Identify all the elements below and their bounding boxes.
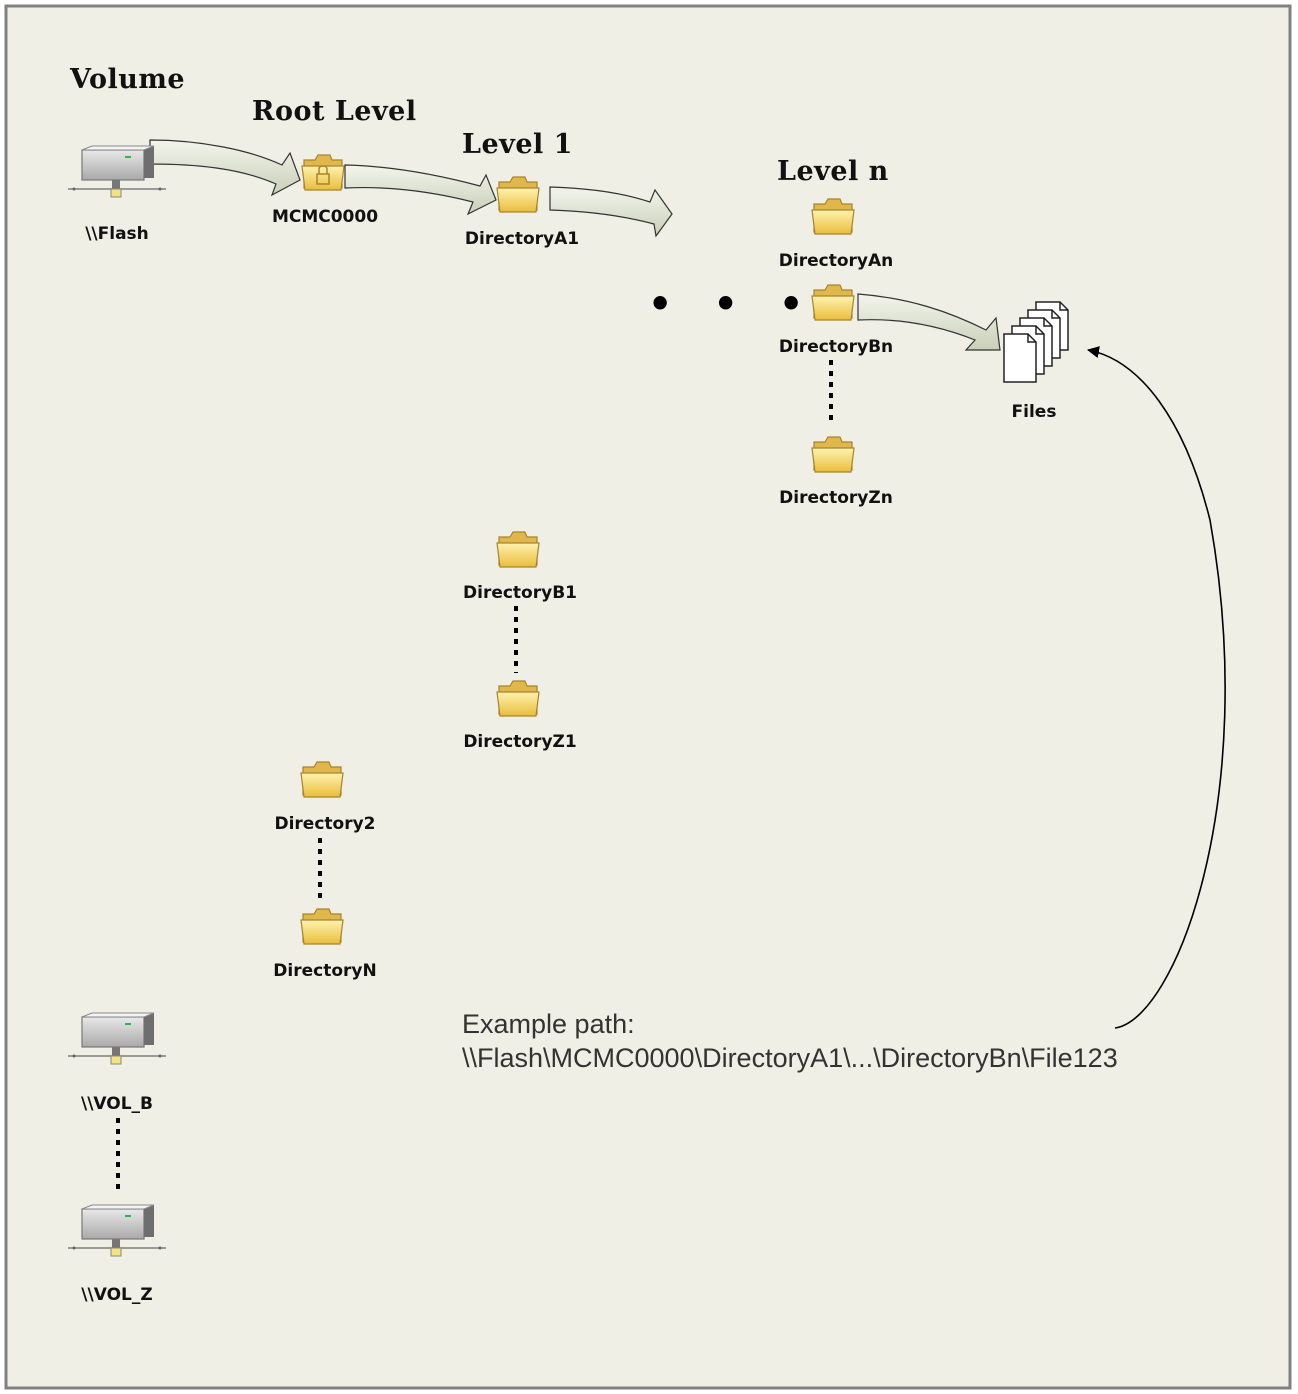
heading-level-n: Level n: [777, 156, 889, 187]
heading-root-level: Root Level: [252, 96, 417, 127]
folder-icon: [496, 531, 540, 568]
heading-volume: Volume: [70, 64, 186, 95]
server-drive-icon: [67, 1204, 167, 1257]
folder-icon: [496, 680, 540, 717]
directory-label-2: Directory2: [274, 814, 376, 834]
folder-icon: [811, 284, 855, 321]
arrow-level1-onward: [549, 186, 673, 238]
arrow-volume-to-root: [149, 139, 301, 197]
example-path: Example path: \\Flash\MCMC0000\Directory…: [462, 1007, 1118, 1075]
ellipsis: • • •: [648, 282, 818, 326]
directory-label-z1: DirectoryZ1: [463, 732, 577, 752]
directory-label-b1: DirectoryB1: [463, 583, 577, 603]
directory-label-zn: DirectoryZn: [779, 488, 893, 508]
heading-level-1: Level 1: [462, 129, 573, 160]
directory-label-an: DirectoryAn: [778, 251, 894, 271]
directory-label-bn: DirectoryBn: [778, 337, 894, 357]
volume-label-vol-z: \\VOL_Z: [81, 1285, 153, 1305]
directory-label-n: DirectoryN: [273, 961, 377, 981]
locked-folder-icon: [301, 154, 345, 191]
example-path-value: \\Flash\MCMC0000\DirectoryA1\...\Directo…: [462, 1043, 1118, 1073]
folder-icon: [811, 436, 855, 473]
volume-label-flash: \\Flash: [85, 224, 149, 244]
directory-label-a1: DirectoryA1: [464, 229, 580, 249]
arrow-root-to-level1: [344, 164, 497, 216]
arrow-bn-to-files: [857, 293, 1001, 351]
server-drive-icon: [67, 1012, 167, 1065]
volume-label-vol-b: \\VOL_B: [80, 1094, 154, 1114]
diagram-frame: [4, 4, 1292, 1390]
directory-label-mcmc0000: MCMC0000: [271, 207, 379, 227]
folder-icon: [300, 908, 344, 945]
folder-icon: [300, 761, 344, 798]
folder-icon: [496, 176, 540, 213]
server-drive-icon: [67, 145, 167, 198]
example-path-label: Example path:: [462, 1009, 635, 1039]
example-path-pointer: [1087, 346, 1226, 1029]
files-label: Files: [1011, 402, 1057, 422]
folder-icon: [811, 198, 855, 235]
